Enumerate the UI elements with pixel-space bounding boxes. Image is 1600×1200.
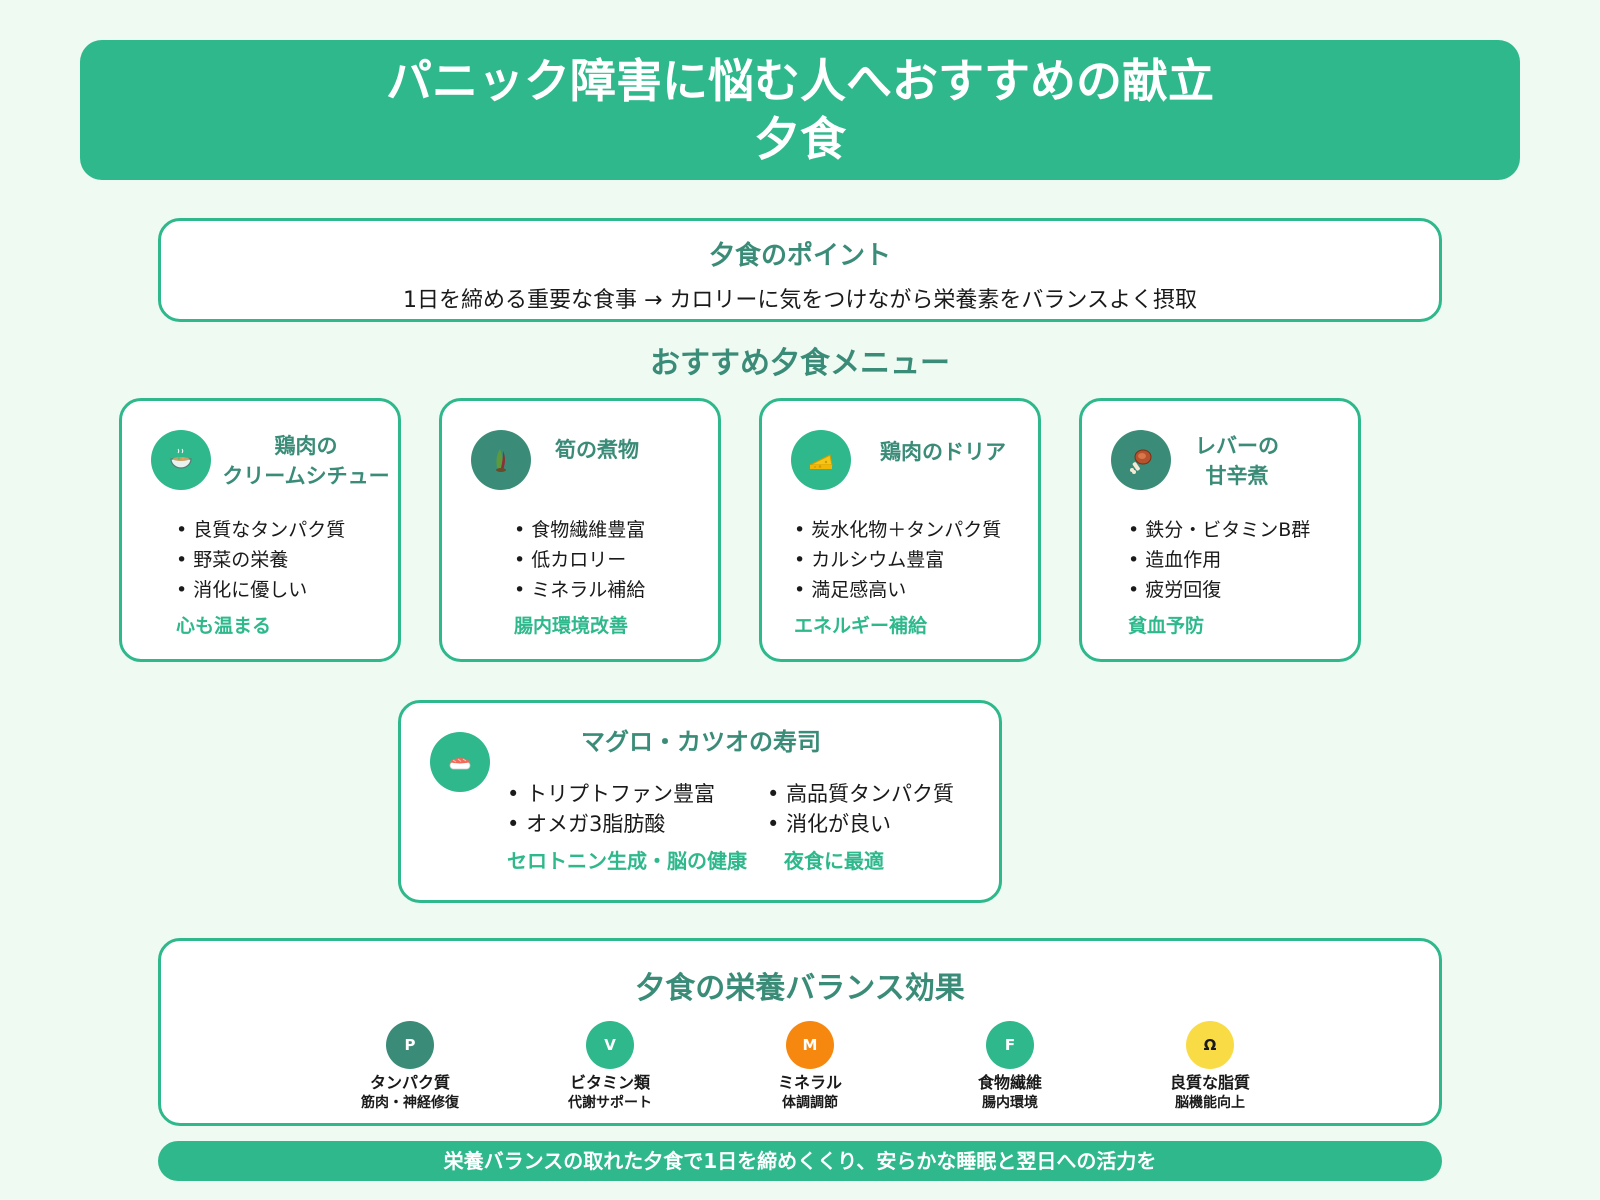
menu-section-title: おすすめ夕食メニュー bbox=[650, 346, 950, 381]
nutrient-name: 良質な脂質 bbox=[1169, 1073, 1250, 1092]
sushi-card-effect-right: 夜食に最適 bbox=[784, 849, 884, 873]
page-title: パニック障害に悩む人へおすすめの献立 bbox=[386, 54, 1214, 108]
list-item: 造血作用 bbox=[1128, 545, 1310, 575]
menu-card-doria: 鶏肉のドリア 炭水化物＋タンパク質 カルシウム豊富 満足感高い エネルギー補給 bbox=[759, 398, 1041, 662]
nutrient-name: ビタミン類 bbox=[569, 1073, 650, 1092]
nutrient-protein: P タンパク質 筋肉・神経修復 bbox=[325, 1021, 495, 1113]
list-item: 低カロリー bbox=[514, 545, 645, 575]
list-item: 消化に優しい bbox=[176, 575, 345, 605]
menu-card-effect: エネルギー補給 bbox=[794, 615, 928, 637]
menu-card-title-line2: クリームシチュー bbox=[222, 464, 390, 488]
list-item: トリプトファン豊富 bbox=[507, 779, 715, 809]
list-item: 野菜の栄養 bbox=[176, 545, 345, 575]
menu-card-title-line1: レバーの bbox=[1195, 434, 1279, 458]
menu-card-effect: 心も温まる bbox=[176, 615, 272, 637]
nutrient-badge: Ω bbox=[1186, 1021, 1234, 1069]
nutrient-benefit: 腸内環境 bbox=[982, 1095, 1038, 1111]
menu-card-title-line1: 筍の煮物 bbox=[555, 438, 639, 462]
nutrient-fiber: F 食物繊維 腸内環境 bbox=[925, 1021, 1095, 1113]
menu-card-cream-stew: 鶏肉の クリームシチュー 良質なタンパク質 野菜の栄養 消化に優しい 心も温まる bbox=[119, 398, 401, 662]
nutrient-minerals: M ミネラル 体調調節 bbox=[725, 1021, 895, 1113]
nutrient-name: タンパク質 bbox=[369, 1073, 450, 1092]
nutrient-badge: F bbox=[986, 1021, 1034, 1069]
nutrient-benefit: 体調調節 bbox=[782, 1095, 838, 1111]
menu-card-liver: レバーの 甘辛煮 鉄分・ビタミンB群 造血作用 疲労回復 貧血予防 bbox=[1079, 398, 1361, 662]
page-subtitle: 夕食 bbox=[754, 112, 846, 166]
stew-bowl-icon bbox=[151, 430, 211, 490]
meat-icon bbox=[1111, 430, 1171, 490]
nutrient-badge: M bbox=[786, 1021, 834, 1069]
dinner-point-text: 1日を締める重要な食事 → カロリーに気をつけながら栄養素をバランスよく摂取 bbox=[403, 288, 1197, 313]
page-header: パニック障害に悩む人へおすすめの献立 夕食 bbox=[80, 40, 1520, 180]
nutrient-benefit: 脳機能向上 bbox=[1175, 1095, 1245, 1111]
list-item: 消化が良い bbox=[767, 809, 954, 839]
menu-card-title-line1: 鶏肉の bbox=[274, 434, 338, 458]
menu-card-bamboo-shoot: 筍の煮物 食物繊維豊富 低カロリー ミネラル補給 腸内環境改善 bbox=[439, 398, 721, 662]
footer-message: 栄養バランスの取れた夕食で1日を締めくくり、安らかな睡眠と翌日への活力を bbox=[158, 1141, 1442, 1181]
nutrient-benefit: 筋肉・神経修復 bbox=[361, 1095, 459, 1111]
bamboo-shoot-icon bbox=[471, 430, 531, 490]
menu-card-effect: 腸内環境改善 bbox=[514, 615, 629, 637]
dinner-point-title: 夕食のポイント bbox=[708, 241, 891, 271]
menu-card-effect: 貧血予防 bbox=[1128, 615, 1205, 637]
list-item: 良質なタンパク質 bbox=[176, 515, 345, 545]
menu-card-title-line2: 甘辛煮 bbox=[1205, 464, 1269, 488]
nutrient-fats: Ω 良質な脂質 脳機能向上 bbox=[1125, 1021, 1295, 1113]
nutrient-badge: P bbox=[386, 1021, 434, 1069]
menu-card-sushi: マグロ・カツオの寿司 トリプトファン豊富 オメガ3脂肪酸 高品質タンパク質 消化… bbox=[398, 700, 1002, 903]
nutrition-balance-box: 夕食の栄養バランス効果 P タンパク質 筋肉・神経修復 V ビタミン類 代謝サポ… bbox=[158, 938, 1442, 1126]
list-item: ミネラル補給 bbox=[514, 575, 645, 605]
list-item: 鉄分・ビタミンB群 bbox=[1128, 515, 1310, 545]
cheese-icon bbox=[791, 430, 851, 490]
dinner-point-box: 夕食のポイント 1日を締める重要な食事 → カロリーに気をつけながら栄養素をバラ… bbox=[158, 218, 1442, 322]
nutrient-name: ミネラル bbox=[777, 1073, 842, 1092]
menu-card-title-line1: 鶏肉のドリア bbox=[880, 440, 1006, 464]
list-item: 高品質タンパク質 bbox=[767, 779, 954, 809]
nutrient-name: 食物繊維 bbox=[977, 1073, 1042, 1092]
list-item: 炭水化物＋タンパク質 bbox=[794, 515, 1001, 545]
nutrient-badge: V bbox=[586, 1021, 634, 1069]
list-item: カルシウム豊富 bbox=[794, 545, 1001, 575]
list-item: 満足感高い bbox=[794, 575, 1001, 605]
nutrition-balance-title: 夕食の栄養バランス効果 bbox=[635, 971, 965, 1006]
list-item: オメガ3脂肪酸 bbox=[507, 809, 715, 839]
sushi-card-title: マグロ・カツオの寿司 bbox=[581, 728, 821, 756]
sushi-icon bbox=[430, 732, 490, 792]
nutrient-vitamins: V ビタミン類 代謝サポート bbox=[525, 1021, 695, 1113]
list-item: 疲労回復 bbox=[1128, 575, 1310, 605]
sushi-card-effect-left: セロトニン生成・脳の健康 bbox=[507, 849, 747, 873]
list-item: 食物繊維豊富 bbox=[514, 515, 645, 545]
nutrient-benefit: 代謝サポート bbox=[568, 1095, 652, 1111]
